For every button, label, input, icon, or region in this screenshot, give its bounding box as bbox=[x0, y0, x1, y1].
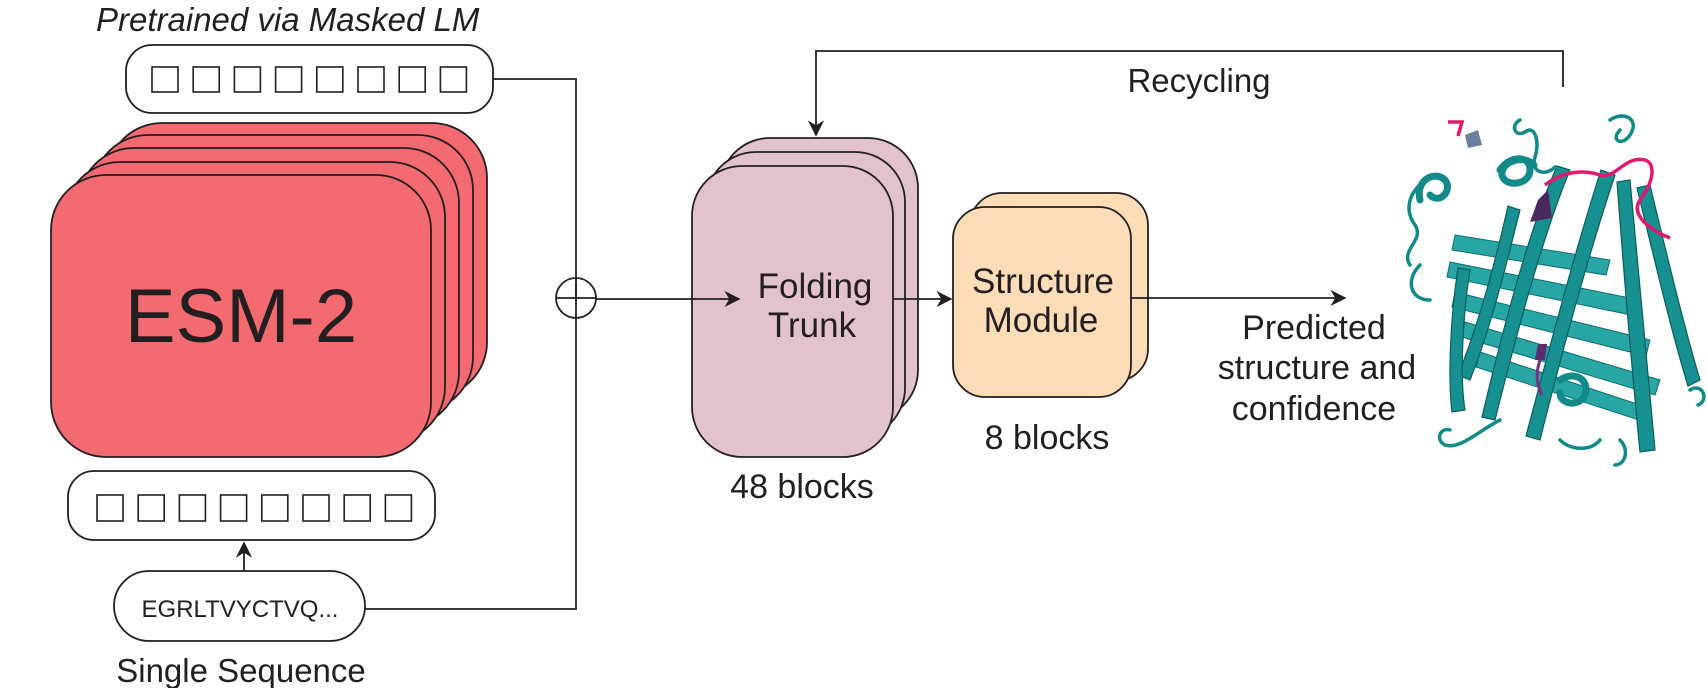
embedding-token bbox=[302, 494, 330, 522]
embedding-token bbox=[439, 66, 468, 93]
structure-module-stack bbox=[952, 192, 1149, 398]
embedding-token bbox=[192, 66, 220, 93]
single-sequence-caption: Single Sequence bbox=[116, 652, 366, 688]
embedding-token bbox=[357, 66, 385, 93]
folding-trunk-blocks-label: 48 blocks bbox=[730, 468, 874, 506]
esm2-layer-card bbox=[50, 174, 432, 458]
structure-module-label-line1: Structure bbox=[972, 262, 1114, 301]
embedding-token bbox=[384, 494, 413, 522]
embedding-token bbox=[274, 66, 303, 93]
sequence-embedding bbox=[67, 470, 436, 541]
esm2-label: ESM-2 bbox=[125, 274, 357, 359]
structure-module-label-line2: Module bbox=[984, 301, 1099, 340]
folding-trunk-label-line2: Trunk bbox=[768, 306, 857, 345]
embedding-tokens-top bbox=[151, 66, 468, 93]
structure-module-block-card bbox=[952, 206, 1132, 398]
embedding-token bbox=[96, 494, 124, 522]
folding-trunk-stack bbox=[691, 137, 919, 458]
predicted-protein-structure-image bbox=[1406, 114, 1706, 467]
output-label-line2: structure and bbox=[1218, 349, 1416, 387]
output-label-line1: Predicted bbox=[1242, 309, 1386, 347]
embedding-token bbox=[178, 494, 207, 522]
sequence-bypass-line bbox=[365, 318, 577, 610]
folding-trunk-label-line1: Folding bbox=[758, 267, 873, 306]
embedding-token bbox=[315, 66, 344, 93]
recycling-loop-arrow bbox=[807, 50, 1564, 137]
embedding-token bbox=[260, 494, 289, 522]
embedding-token bbox=[233, 66, 262, 93]
embedding-token bbox=[151, 66, 179, 93]
folding-trunk-block-card bbox=[691, 165, 894, 458]
recycling-label: Recycling bbox=[1127, 62, 1270, 99]
sum-node-icon bbox=[555, 277, 597, 319]
structure-module-blocks-label: 8 blocks bbox=[985, 419, 1110, 457]
pretrained-label: Pretrained via Masked LM bbox=[96, 1, 480, 38]
embedding-token bbox=[343, 494, 372, 522]
pretrained-embedding bbox=[125, 44, 494, 114]
esm2-block-stack bbox=[50, 122, 488, 458]
embedding-token bbox=[137, 494, 165, 522]
embedding-tokens-bottom bbox=[96, 494, 413, 522]
embedding-token bbox=[398, 66, 427, 93]
pretrained-connector-line bbox=[493, 78, 577, 298]
output-label-line3: confidence bbox=[1232, 390, 1396, 428]
sequence-text: EGRLTVYCTVQ... bbox=[142, 596, 339, 623]
sequence-input-box bbox=[113, 570, 366, 642]
embedding-token bbox=[219, 494, 248, 522]
